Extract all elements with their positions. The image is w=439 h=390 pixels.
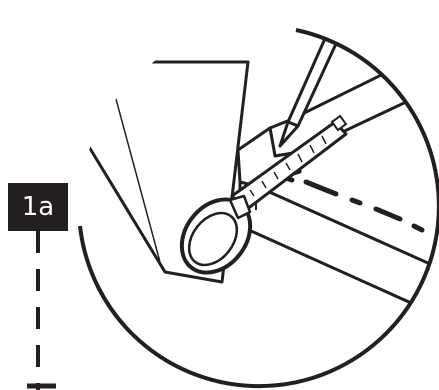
step-label: 1a: [8, 183, 68, 231]
detail-circle: [60, 14, 439, 390]
leader-line: [27, 231, 56, 390]
